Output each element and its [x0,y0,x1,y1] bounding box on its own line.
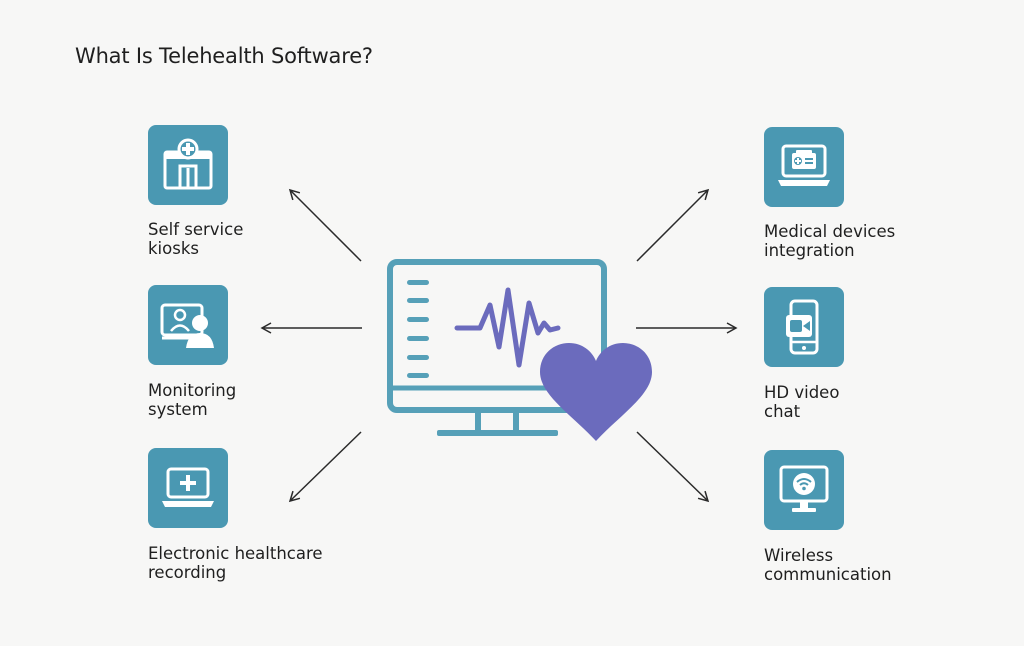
arrow-wireless-communication [636,431,710,503]
page-title: What Is Telehealth Software? [75,44,373,68]
wifi-monitor-icon [779,465,829,512]
pulse-icon [454,287,561,368]
arrow-electronic-healthcare-recording [288,431,362,503]
tile-medical-devices-integration [764,127,844,207]
telehealth-illustration [387,259,652,441]
tile-hd-video-chat [764,287,844,367]
arrow-self-service-kiosks [288,188,362,262]
phone-video-icon [786,299,819,355]
monitor-icon [387,259,607,436]
video-consult-icon [160,303,214,348]
heart-icon [540,343,652,441]
tile-monitoring-system [148,285,228,365]
arrow-medical-devices-integration [636,188,710,262]
tile-self-service-kiosks [148,125,228,205]
laptop-medical-icon [162,467,214,507]
tile-wireless-communication [764,450,844,530]
hospital-icon [163,138,213,190]
medical-device-icon [778,144,830,186]
tile-electronic-healthcare-recording [148,448,228,528]
